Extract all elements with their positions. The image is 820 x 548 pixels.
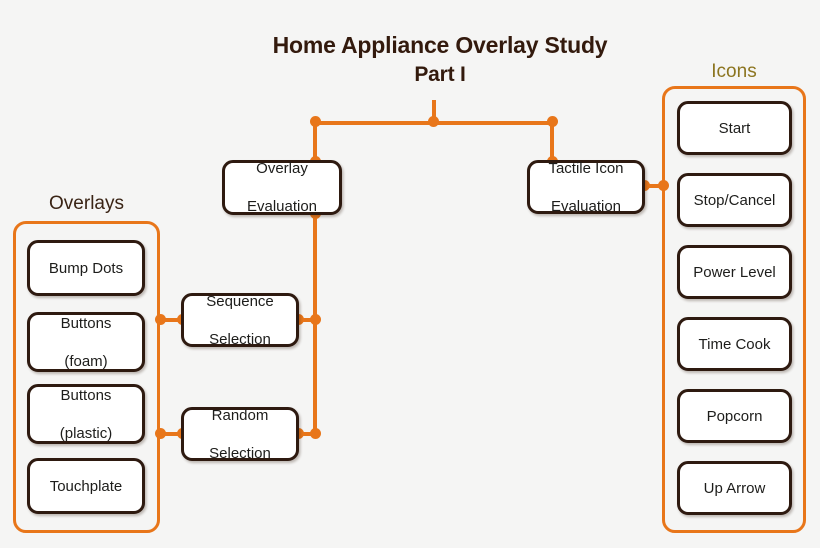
icons-group-box bbox=[662, 86, 806, 533]
node-overlay-evaluation-label: Overlay Evaluation bbox=[239, 159, 325, 216]
node-overlay-evaluation-line2: Evaluation bbox=[246, 198, 318, 215]
node-random-selection-label: Random Selection bbox=[201, 406, 279, 463]
node-sequence-selection-label: Sequence Selection bbox=[198, 292, 282, 349]
node-tactile-icon-evaluation[interactable]: Tactile Icon Evaluation bbox=[527, 159, 645, 216]
junction-dot-bus-right bbox=[547, 116, 558, 127]
icon-item-time-cook-label: Time Cook bbox=[698, 335, 771, 353]
icon-item-start[interactable]: Start bbox=[677, 101, 792, 155]
connector-title-stem bbox=[432, 100, 436, 126]
connector-spine-to-random bbox=[297, 432, 317, 436]
junction-dot-overlays-group-sequence bbox=[155, 314, 166, 325]
overlay-item-bump-dots-label: Bump Dots bbox=[48, 259, 124, 277]
overlay-item-buttons-foam-line2: (foam) bbox=[64, 352, 108, 370]
icon-item-power-level[interactable]: Power Level bbox=[677, 245, 792, 299]
node-tactile-icon-evaluation-label: Tactile Icon Evaluation bbox=[540, 159, 631, 216]
overlay-item-buttons-plastic[interactable]: Buttons (plastic) bbox=[27, 384, 145, 444]
overlays-group-box bbox=[13, 221, 160, 533]
icon-item-up-arrow[interactable]: Up Arrow bbox=[677, 461, 792, 515]
node-random-selection-line2: Selection bbox=[209, 444, 271, 462]
icon-item-time-cook[interactable]: Time Cook bbox=[677, 317, 792, 371]
node-random-selection-line1: Random bbox=[211, 406, 269, 424]
icon-item-popcorn-label: Popcorn bbox=[706, 407, 763, 425]
node-tactile-icon-evaluation-line1: Tactile Icon bbox=[548, 159, 624, 177]
overlay-item-touchplate-label: Touchplate bbox=[49, 477, 123, 495]
node-sequence-selection-line2: Selection bbox=[209, 330, 271, 348]
icons-group-label: Icons bbox=[711, 61, 757, 82]
connector-overlays-to-sequence bbox=[158, 318, 184, 322]
overlay-item-buttons-plastic-line2: (plastic) bbox=[59, 424, 113, 442]
node-overlay-evaluation[interactable]: Overlay Evaluation bbox=[222, 160, 342, 215]
icon-item-up-arrow-label: Up Arrow bbox=[703, 479, 766, 497]
icon-item-popcorn[interactable]: Popcorn bbox=[677, 389, 792, 443]
overlay-item-buttons-foam-label: Buttons (foam) bbox=[53, 314, 120, 371]
node-sequence-selection[interactable]: Sequence Selection bbox=[181, 292, 299, 349]
junction-dot-bus-left bbox=[310, 116, 321, 127]
overlay-item-buttons-plastic-line1: Buttons bbox=[60, 386, 112, 404]
overlay-item-buttons-foam[interactable]: Buttons (foam) bbox=[27, 312, 145, 372]
connector-overlays-to-random bbox=[158, 432, 184, 436]
title-line-1: Home Appliance Overlay Study bbox=[272, 32, 608, 58]
title-line-2: Part I bbox=[414, 63, 466, 86]
overlay-item-touchplate[interactable]: Touchplate bbox=[27, 458, 145, 514]
icon-item-start-label: Start bbox=[718, 119, 751, 137]
overlays-group-label: Overlays bbox=[49, 193, 124, 214]
icon-item-stop-cancel[interactable]: Stop/Cancel bbox=[677, 173, 792, 227]
overlay-item-buttons-foam-line1: Buttons bbox=[60, 314, 112, 332]
junction-dot-overlays-group-random bbox=[155, 428, 166, 439]
junction-dot-bus-center bbox=[428, 116, 439, 127]
node-random-selection[interactable]: Random Selection bbox=[181, 406, 299, 463]
junction-dot-sequence-right bbox=[310, 314, 321, 325]
icon-item-stop-cancel-label: Stop/Cancel bbox=[693, 191, 776, 209]
icon-item-power-level-label: Power Level bbox=[693, 263, 776, 281]
junction-dot-random-right bbox=[310, 428, 321, 439]
page-title: Home Appliance Overlay Study Part I bbox=[190, 30, 690, 90]
overlay-item-bump-dots[interactable]: Bump Dots bbox=[27, 240, 145, 296]
connector-bus-to-overlay-eval bbox=[313, 121, 317, 163]
connector-tactile-eval-to-icons bbox=[643, 184, 665, 188]
connector-bus-to-tactile-eval bbox=[550, 121, 554, 163]
node-sequence-selection-line1: Sequence bbox=[206, 292, 274, 310]
node-tactile-icon-evaluation-line2: Evaluation bbox=[550, 197, 622, 215]
overlay-item-buttons-plastic-label: Buttons (plastic) bbox=[52, 386, 121, 443]
node-overlay-evaluation-line1: Overlay bbox=[256, 160, 308, 177]
connector-spine-to-sequence bbox=[297, 318, 317, 322]
